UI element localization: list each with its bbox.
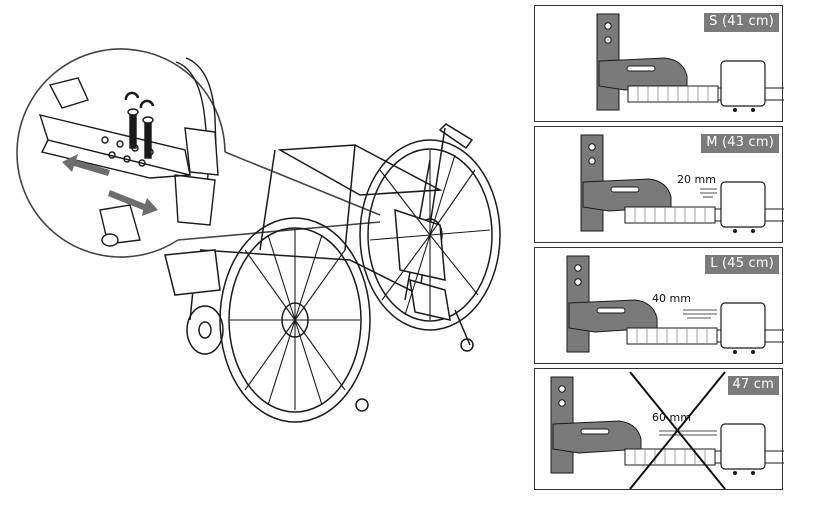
wheelchair-illustration	[16, 48, 501, 423]
seat-profile-47	[550, 371, 784, 490]
seat-depth-panels: S (41 cm) M (43 cm) 20 mm	[534, 5, 817, 495]
seat-profile-m	[580, 134, 784, 233]
callout-detail	[38, 57, 219, 247]
size-label: S (41 cm)	[704, 13, 779, 32]
offset-label: 40 mm	[652, 292, 691, 305]
size-label: 47 cm	[727, 376, 779, 395]
offset-label: 20 mm	[677, 173, 716, 186]
wheelchair-drawing	[16, 48, 501, 423]
size-label: L (45 cm)	[705, 255, 779, 274]
size-label: M (43 cm)	[701, 134, 779, 153]
panel-size-l: L (45 cm) 40 mm	[534, 247, 784, 364]
panel-size-m: M (43 cm) 20 mm	[534, 126, 784, 243]
adjust-direction-arrows	[62, 154, 158, 216]
wheel-spokes	[230, 150, 491, 410]
panel-size-s: S (41 cm)	[534, 5, 784, 122]
panel-size-47-not-allowed: 47 cm 60 mm	[534, 368, 784, 490]
not-allowed-cross	[629, 371, 726, 490]
offset-label: 60 mm	[652, 411, 691, 424]
seat-profile-l	[566, 255, 784, 354]
seat-profile-s	[596, 13, 784, 112]
